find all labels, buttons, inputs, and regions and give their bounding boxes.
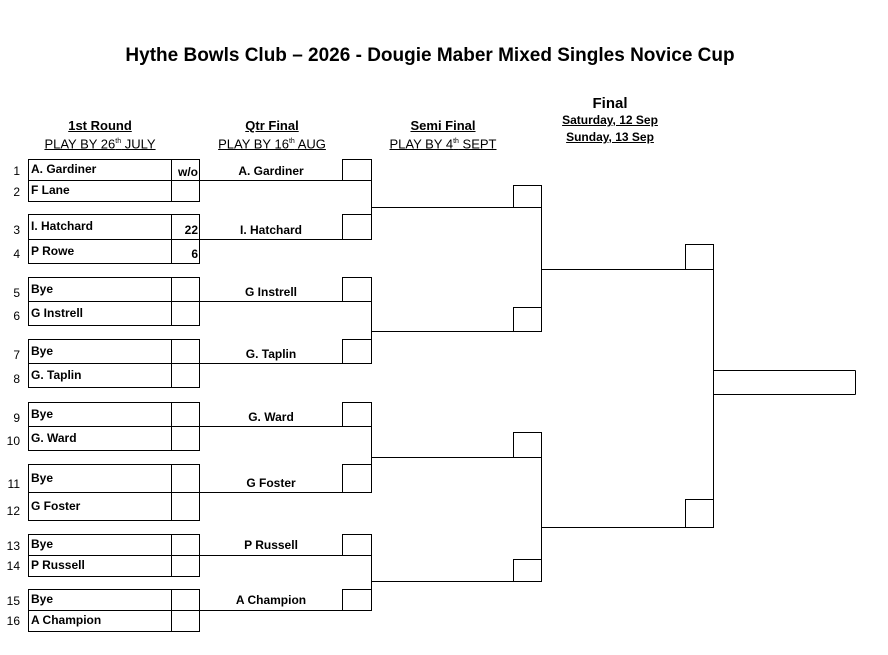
- player-name: Bye: [31, 592, 54, 606]
- player-name: Bye: [31, 344, 54, 358]
- final-date-1: Saturday, 12 Sep: [562, 113, 658, 127]
- round-deadline: PLAY BY 26th JULY: [44, 136, 156, 152]
- round-header-first: 1st Round PLAY BY 26th JULY: [30, 118, 170, 152]
- seed-number: 4: [13, 247, 20, 261]
- round-header-quarter: Qtr Final PLAY BY 16th AUG: [202, 118, 342, 152]
- quarter-final-name: G Foster: [246, 476, 296, 490]
- round-header-final: Final Saturday, 12 Sep Sunday, 13 Sep: [540, 96, 680, 146]
- seed-number: 8: [13, 372, 20, 386]
- player-name: Bye: [31, 407, 54, 421]
- player-score: w/o: [178, 165, 198, 179]
- round-name: Qtr Final: [245, 118, 299, 133]
- round-deadline: PLAY BY 16th AUG: [218, 136, 326, 152]
- final-date-2: Sunday, 13 Sep: [566, 130, 654, 144]
- seed-number: 9: [13, 411, 20, 425]
- player-name: G. Ward: [31, 431, 77, 445]
- round-name: Semi Final: [410, 118, 476, 133]
- seed-number: 12: [6, 504, 20, 518]
- quarter-final-name: P Russell: [244, 538, 298, 552]
- quarter-final-name: G. Ward: [248, 410, 294, 424]
- round-name: Final: [592, 95, 628, 112]
- quarter-final-name: A Champion: [235, 593, 307, 607]
- seed-number: 6: [13, 309, 20, 323]
- player-name: A. Gardiner: [31, 162, 97, 176]
- player-name: G Foster: [31, 499, 81, 513]
- quarter-final-name: A. Gardiner: [238, 164, 304, 178]
- player-name: F Lane: [31, 183, 70, 197]
- quarter-final-name: G. Taplin: [245, 347, 297, 361]
- player-name: A Champion: [31, 613, 102, 627]
- quarter-final-name: I. Hatchard: [239, 223, 302, 237]
- seed-number: 2: [13, 185, 20, 199]
- player-score: 6: [191, 247, 198, 261]
- round-name: 1st Round: [68, 118, 132, 133]
- seed-number: 13: [6, 539, 20, 553]
- seed-number: 14: [6, 559, 20, 573]
- player-name: G Instrell: [31, 306, 84, 320]
- player-name: G. Taplin: [31, 368, 82, 382]
- quarter-final-name: G Instrell: [244, 285, 297, 299]
- seed-number: 5: [13, 286, 20, 300]
- seed-number: 7: [13, 348, 20, 362]
- player-name: P Russell: [31, 558, 85, 572]
- seed-number: 3: [13, 223, 20, 237]
- seed-number: 16: [6, 614, 20, 628]
- seed-number: 10: [6, 434, 20, 448]
- seed-number: 11: [7, 477, 20, 491]
- player-name: I. Hatchard: [31, 219, 94, 233]
- page-title: Hythe Bowls Club – 2026 - Dougie Maber M…: [125, 45, 735, 66]
- round-deadline: PLAY BY 4th SEPT: [389, 136, 497, 152]
- player-name: Bye: [31, 471, 54, 485]
- player-name: Bye: [31, 537, 54, 551]
- seed-number: 1: [13, 164, 20, 178]
- player-name: P Rowe: [31, 244, 75, 258]
- player-score: 22: [184, 223, 198, 237]
- seed-number: 15: [6, 594, 20, 608]
- round-header-semi: Semi Final PLAY BY 4th SEPT: [373, 118, 513, 152]
- player-name: Bye: [31, 282, 54, 296]
